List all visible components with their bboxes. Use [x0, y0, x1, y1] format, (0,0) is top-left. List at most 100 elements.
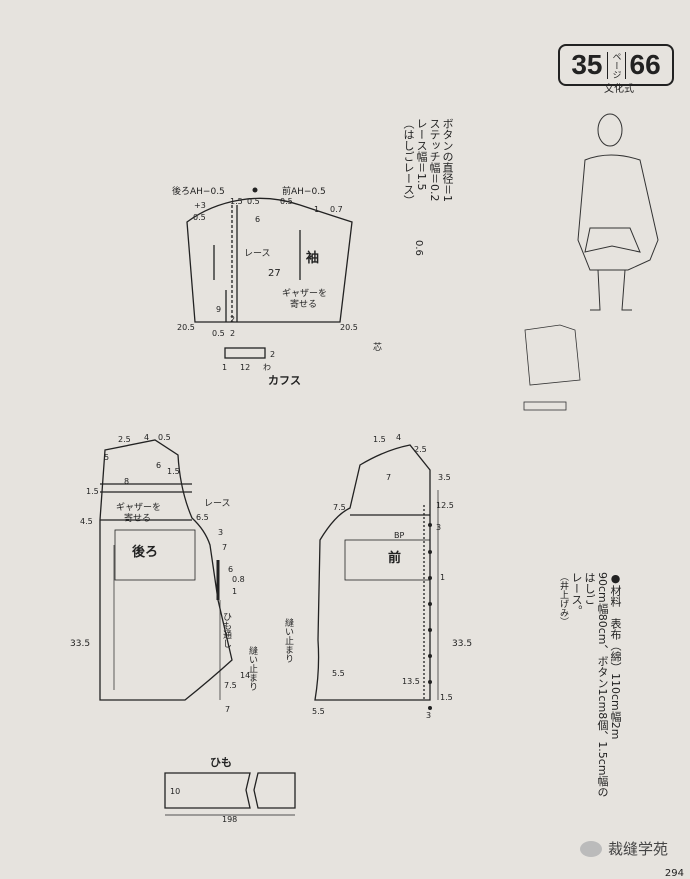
- mat-3: （井上げみ）: [558, 572, 568, 626]
- front-m-8: 1: [440, 573, 445, 582]
- sleeve-m-2: 0.5: [247, 197, 260, 206]
- page-number: 294: [664, 868, 684, 879]
- front-bp: BP: [394, 531, 404, 540]
- cuff-m-0: 2: [270, 350, 275, 359]
- note-0: ボタンの直径＝1: [441, 118, 454, 202]
- cuff-m-2: 1: [222, 363, 227, 372]
- front-bodice-outline: [314, 444, 431, 701]
- back-gather: ギャザーを: [116, 502, 161, 513]
- sleeve-m-1: 1.5: [230, 197, 243, 206]
- cuff-label: カフス: [268, 374, 301, 387]
- sleeve-outline: [186, 197, 353, 323]
- back-bodice-outline: [99, 439, 233, 701]
- front-m-2: 2.5: [414, 445, 427, 454]
- badge-page-unit: ページ: [606, 51, 626, 79]
- front-m-11: 1.5: [440, 693, 453, 702]
- back-m-1: 4: [144, 433, 149, 442]
- back-m-5: 5: [104, 453, 109, 462]
- back-m-9: 6.5: [196, 513, 209, 522]
- cuff-outline: [224, 347, 266, 359]
- badge-page: 35: [571, 49, 603, 80]
- front-m-4: 3.5: [438, 473, 451, 482]
- sleeve-m-9: 20.5: [340, 323, 358, 332]
- sleeve-front-ah: 前AH−0.5: [282, 185, 326, 197]
- front-m-6: 7.5: [333, 503, 346, 512]
- front-m-13: 3: [426, 711, 431, 720]
- back-m-17: 7: [225, 705, 230, 714]
- himo-label: ひも: [210, 756, 232, 769]
- front-m-3: 7: [386, 473, 391, 482]
- sleeve-m-12: 6: [255, 215, 260, 224]
- cuff-m-3: わ: [263, 363, 271, 372]
- front-m-9: 5.5: [332, 669, 345, 678]
- himo-width: 10: [170, 787, 180, 796]
- mat-0: ●材料 表布（綿）110cm幅2m: [609, 572, 622, 740]
- front-label: 前: [388, 550, 401, 566]
- back-m-4: 1.5: [167, 467, 180, 476]
- sleeve-length: 27: [268, 268, 281, 279]
- sleeve-back-ah: 後ろAH−0.5: [172, 185, 225, 197]
- sleeve-m-0: 0.5: [193, 213, 206, 222]
- shin-label: 芯: [373, 341, 382, 353]
- front-m-0: 1.5: [373, 435, 386, 444]
- front-m-12: 5.5: [312, 707, 325, 716]
- back-lace: レース: [204, 499, 231, 509]
- back-m-13: 0.8: [232, 575, 245, 584]
- sleeve-m-8: 20.5: [177, 323, 195, 332]
- back-m-12: 6: [228, 565, 233, 574]
- back-m-8: 4.5: [80, 517, 93, 526]
- back-length: 33.5: [70, 639, 90, 649]
- note-1: ステッチ幅＝0.2: [428, 118, 441, 202]
- watermark: 裁缝学苑: [579, 838, 668, 859]
- wechat-icon: [579, 840, 602, 857]
- front-m-1: 4: [396, 433, 401, 442]
- model-illustration: [523, 113, 659, 411]
- back-m-2: 0.5: [158, 433, 171, 442]
- back-stop: 縫い止まり: [247, 645, 258, 691]
- sleeve-m-5: 0.7: [330, 205, 343, 214]
- back-tie: ひも通し: [221, 612, 232, 648]
- sleeve-gather: ギャザーを: [282, 288, 327, 299]
- himo-length: 198: [222, 815, 237, 824]
- note-3: （はしごレース）: [402, 118, 415, 206]
- note-2: レース幅＝1.5: [415, 118, 428, 191]
- badge-pattern: 66: [629, 49, 661, 80]
- sleeve-m-6: 9: [216, 305, 221, 314]
- back-m-15: 14: [240, 671, 250, 680]
- back-m-16: 7.5: [224, 681, 237, 690]
- front-m-5: 12.5: [436, 501, 454, 510]
- sleeve-m-3: 0.5: [280, 197, 293, 206]
- sleeve-m-11: 2: [230, 315, 235, 324]
- back-m-7: 1.5: [86, 487, 99, 496]
- sleeve-m-4: 1: [314, 205, 319, 214]
- himo-outline: [164, 772, 251, 809]
- stitch-value: 0.6: [413, 240, 424, 256]
- sleeve-m-7: 2: [230, 329, 235, 338]
- button-notes: ボタンの直径＝1 ステッチ幅＝0.2 レース幅＝1.5 （はしごレース）: [402, 118, 454, 238]
- front-m-7: 3: [436, 523, 441, 532]
- mat-2: レース。: [570, 572, 583, 616]
- sleeve-gather2: 寄せる: [290, 298, 317, 310]
- back-m-3: 6: [156, 461, 161, 470]
- materials: ●材料 表布（綿）110cm幅2m 90cm幅80cm、ボタン1cm8個、1.5…: [556, 572, 622, 802]
- front-length: 33.5: [452, 639, 472, 649]
- back-m-6: 8: [124, 477, 129, 486]
- watermark-text: 裁缝学苑: [607, 840, 668, 858]
- sleeve-label: 袖: [306, 250, 319, 266]
- mat-1: 90cm幅80cm、ボタン1cm8個、1.5cm幅のはしご: [583, 572, 609, 798]
- sleeve-m-10: 0.5: [212, 329, 225, 338]
- back-label: 後ろ: [132, 544, 158, 560]
- cuff-m-1: 12: [240, 363, 250, 372]
- sleeve-m-13: +3: [194, 201, 206, 210]
- back-m-14: 1: [232, 587, 237, 596]
- front-stop: 縫い止まり: [283, 617, 294, 663]
- school-label: 文化式: [604, 84, 634, 95]
- back-gather2: 寄せる: [124, 512, 151, 524]
- front-m-10: 13.5: [402, 677, 420, 686]
- back-m-11: 7: [222, 543, 227, 552]
- sleeve-lace: レース: [244, 249, 271, 259]
- back-m-0: 2.5: [118, 435, 131, 444]
- back-m-10: 3: [218, 528, 223, 537]
- page-badge: 35 ページ 66: [558, 44, 674, 86]
